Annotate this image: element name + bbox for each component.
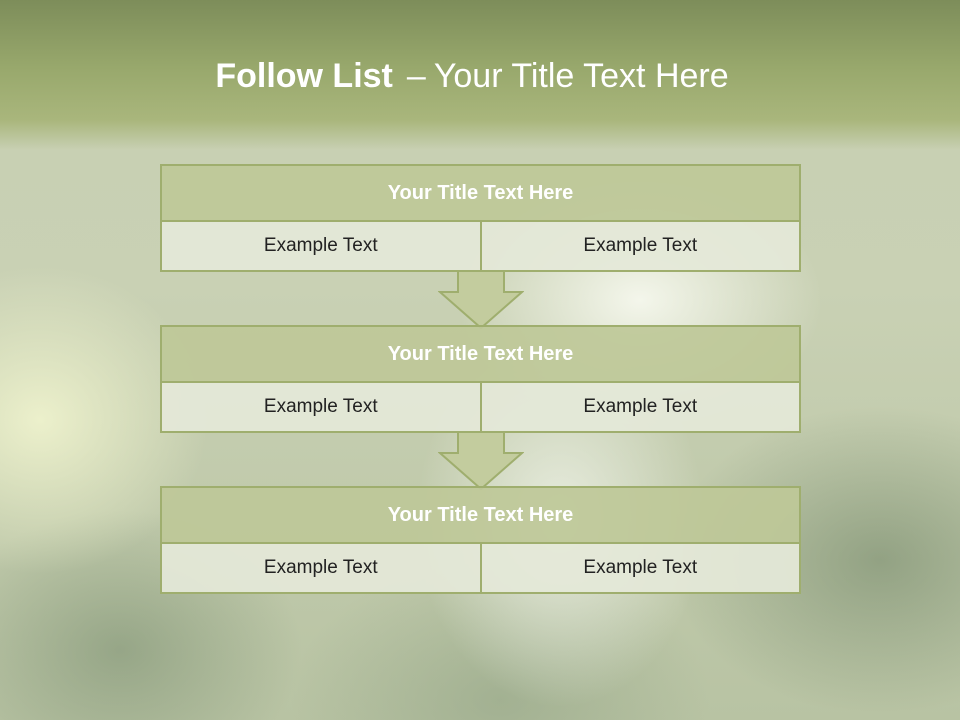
block-title: Your Title Text Here [162,166,799,222]
block-title: Your Title Text Here [162,488,799,544]
example-text-cell: Example Text [162,222,480,270]
example-text-cell: Example Text [479,383,799,431]
list-block-1: Your Title Text Here Example Text Exampl… [160,164,801,272]
title-rest: Your Title Text Here [433,57,729,95]
list-block-2: Your Title Text Here Example Text Exampl… [160,325,801,433]
block-row: Example Text Example Text [162,383,799,431]
example-text-cell: Example Text [162,544,480,592]
example-text-cell: Example Text [162,383,480,431]
example-text-cell: Example Text [479,222,799,270]
block-title: Your Title Text Here [162,327,799,383]
title-bold: Follow List [215,57,393,95]
block-row: Example Text Example Text [162,222,799,270]
down-arrow-icon [438,431,524,491]
title-dash: – [406,57,426,95]
example-text-cell: Example Text [479,544,799,592]
down-arrow-icon [438,270,524,330]
slide-title: Follow List–Your Title Text Here [0,52,944,100]
header-band [0,0,960,150]
block-row: Example Text Example Text [162,544,799,592]
list-block-3: Your Title Text Here Example Text Exampl… [160,486,801,594]
